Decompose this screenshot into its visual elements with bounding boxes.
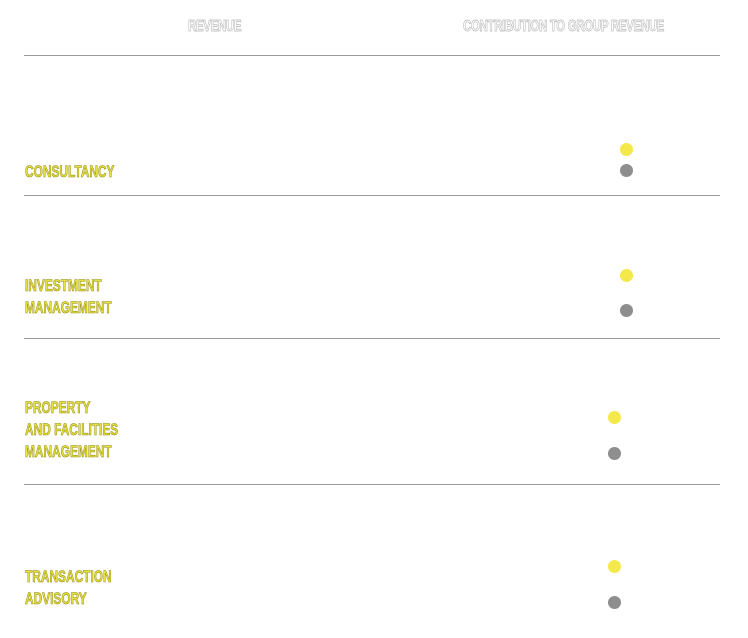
- segment-label-property-facilities-management: PROPERTY AND FACILITIES MANAGEMENT: [25, 397, 119, 463]
- segment-label-line: TRANSACTION: [25, 567, 112, 587]
- segment-label-line: MANAGEMENT: [25, 298, 112, 318]
- legend-dot-grey: [620, 304, 633, 317]
- contribution-column-header: CONTRIBUTION TO GROUP REVENUE: [463, 18, 665, 36]
- segment-label-line: CONSULTANCY: [25, 162, 115, 182]
- row-divider: [24, 484, 720, 485]
- segment-label-consultancy: CONSULTANCY: [25, 161, 115, 183]
- legend-dot-grey: [608, 447, 621, 460]
- segment-label-line: AND FACILITIES: [25, 420, 119, 440]
- segment-label-line: INVESTMENT: [25, 276, 102, 296]
- revenue-column-header: REVENUE: [188, 18, 242, 36]
- legend-dot-grey: [608, 596, 621, 609]
- legend-dot-yellow: [620, 143, 633, 156]
- segment-label-line: ADVISORY: [25, 589, 87, 609]
- legend-dot-yellow: [608, 560, 621, 573]
- header-divider: [24, 55, 720, 56]
- row-divider: [24, 195, 720, 196]
- legend-dot-grey: [620, 164, 633, 177]
- segment-label-investment-management: INVESTMENT MANAGEMENT: [25, 275, 112, 319]
- segment-label-line: MANAGEMENT: [25, 442, 112, 462]
- legend-dot-yellow: [620, 269, 633, 282]
- segment-label-line: PROPERTY: [25, 398, 91, 418]
- row-divider: [24, 338, 720, 339]
- legend-dot-yellow: [608, 411, 621, 424]
- segment-label-transaction-advisory: TRANSACTION ADVISORY: [25, 566, 112, 610]
